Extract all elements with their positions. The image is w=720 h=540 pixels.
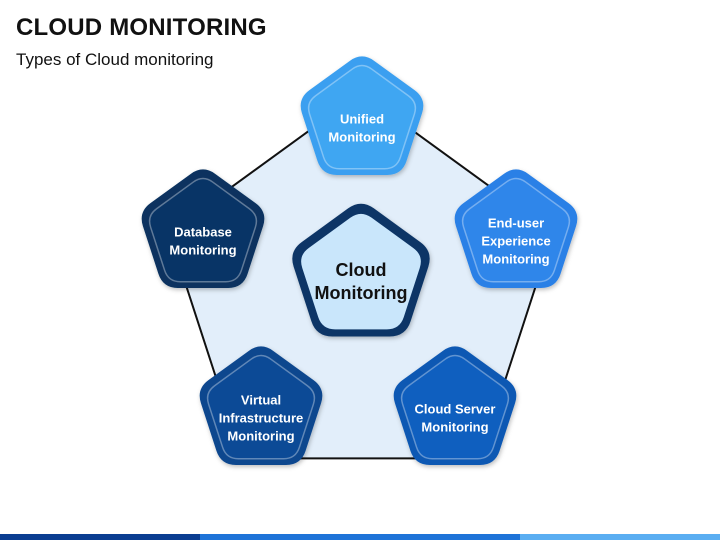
node-unified-fill — [307, 64, 417, 170]
bottom-bar-segment-light — [520, 534, 720, 540]
node-database-fill — [148, 177, 258, 283]
bottom-bar-segment-mid — [200, 534, 520, 540]
node-cloud-server-label-line: Cloud Server — [415, 402, 496, 417]
center-node-label-line: Cloud — [336, 260, 387, 280]
node-database-label-line: Monitoring — [169, 243, 236, 258]
page-subtitle: Types of Cloud monitoring — [16, 50, 214, 69]
node-unified-label-line: Monitoring — [328, 130, 395, 145]
node-virtual-infrastructure-label-line: Virtual — [241, 393, 281, 408]
node-cloud-server-label-line: Monitoring — [421, 420, 488, 435]
center-node-label-line: Monitoring — [315, 283, 408, 303]
node-cloud-server-fill — [400, 354, 510, 460]
node-virtual-infrastructure-fill — [206, 354, 316, 460]
node-database-label-line: Database — [174, 225, 232, 240]
node-end-user-label-line: Experience — [481, 234, 550, 249]
node-unified-label-line: Unified — [340, 112, 384, 127]
bottom-bar-segment-dark — [0, 534, 200, 540]
page-title: CLOUD MONITORING — [16, 14, 267, 41]
node-virtual-infrastructure-label-line: Infrastructure — [219, 411, 304, 426]
center-node-fill — [301, 213, 421, 330]
node-end-user-label-line: Monitoring — [482, 252, 549, 267]
node-end-user-label-line: End-user — [488, 216, 544, 231]
bottom-accent-bar — [0, 534, 720, 540]
node-virtual-infrastructure-label-line: Monitoring — [227, 429, 294, 444]
node-end-user-fill — [461, 177, 571, 283]
